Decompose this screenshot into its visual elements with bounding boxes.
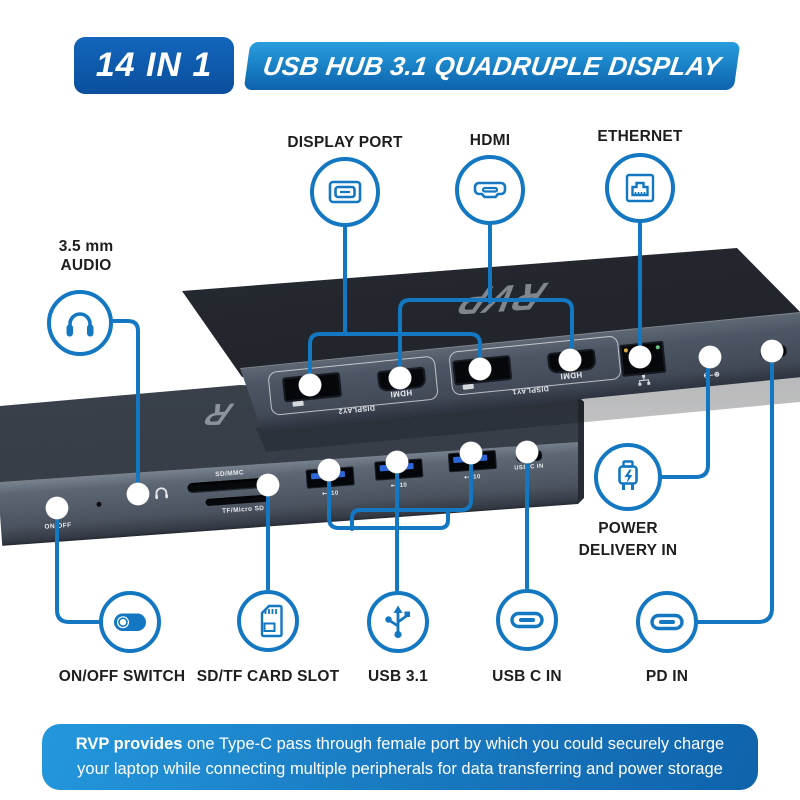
badge-14-in-1: 14 IN 1 — [74, 37, 234, 94]
port-dot-dp2 — [468, 357, 492, 381]
sd-tf-circle — [237, 590, 299, 652]
rear-network-glyph — [638, 374, 651, 386]
toggle-icon — [114, 613, 146, 631]
callout-line-audio — [109, 319, 140, 496]
dock-rear-panel-surface: DISPLAY2 DISPLAY1 HDMI HDMI — [240, 311, 800, 431]
label-power-line1: POWER — [598, 520, 658, 537]
port-dot-dp1 — [298, 373, 322, 397]
usb-icon — [385, 605, 410, 639]
callout-line-pd-in — [696, 350, 774, 624]
label-ethernet: ETHERNET — [597, 128, 683, 145]
hdmi-icon — [473, 181, 507, 199]
port-dot-usb1 — [317, 458, 341, 482]
label-pd-in: PD IN — [645, 668, 689, 685]
footer-bold: RVP provides — [75, 735, 183, 754]
label-usb31: USB 3.1 — [368, 668, 428, 685]
label-usb-c-in: USB C IN — [492, 668, 562, 685]
footer-rest: one Type-C pass through female port by w… — [77, 735, 725, 778]
port-dot-onoff — [45, 496, 69, 520]
port-dot-sd — [256, 473, 280, 497]
label-power-line2: DELIVERY IN — [578, 542, 678, 559]
footer-text: RVP provides one Type-C pass through fem… — [72, 732, 728, 782]
displayport-icon — [328, 180, 362, 204]
callout-line-displayport-bracket — [308, 332, 482, 387]
label-hdmi: HDMI — [469, 132, 511, 149]
callout-line-usb-right — [350, 451, 473, 531]
power-plug-icon — [618, 460, 638, 490]
label-audio-line1: 3.5 mm — [58, 238, 114, 255]
label-sd-tf: SD/TF CARD SLOT — [196, 668, 340, 685]
port-dot-usb2 — [385, 450, 409, 474]
port-dot-hdmi1 — [388, 366, 412, 390]
callout-line-onoff — [55, 506, 100, 624]
port-dot-usb3 — [459, 441, 483, 465]
usb-c-icon — [510, 611, 544, 629]
port-dot-audio — [126, 482, 150, 506]
port-dot-usbc-host — [760, 339, 784, 363]
callout-line-hdmi-bracket — [398, 298, 574, 380]
display-port-circle — [310, 157, 380, 227]
callout-line-power-delivery — [659, 356, 710, 479]
audio-circle — [47, 290, 113, 356]
front-headphone-glyph — [155, 487, 168, 500]
power-delivery-circle — [594, 443, 662, 511]
ethernet-icon — [625, 173, 655, 203]
hdmi-circle — [455, 155, 525, 225]
ethernet-circle — [605, 153, 675, 223]
pd-in-circle — [636, 591, 698, 653]
port-dot-usbc-in — [515, 440, 539, 464]
label-on-off: ON/OFF SWITCH — [58, 668, 186, 685]
sd-card-icon — [260, 604, 283, 638]
port-dot-dc — [698, 345, 722, 369]
dock-front-panel-surface: ON/OFF SD/MMC TF/Micro SD ⟷10 — [0, 442, 578, 546]
port-dot-ethernet — [628, 345, 652, 369]
port-dot-hdmi2 — [558, 348, 582, 372]
callout-line-usb-left — [327, 468, 450, 530]
usb-c-in-circle — [496, 589, 558, 651]
footer-note: RVP provides one Type-C pass through fem… — [42, 724, 758, 790]
usb31-circle — [367, 591, 429, 653]
usb-c-icon — [650, 613, 684, 631]
headphones-icon — [66, 312, 94, 337]
label-display-port: DISPLAY PORT — [287, 134, 403, 151]
label-audio-line2: AUDIO — [60, 257, 112, 274]
on-off-circle — [99, 591, 161, 653]
